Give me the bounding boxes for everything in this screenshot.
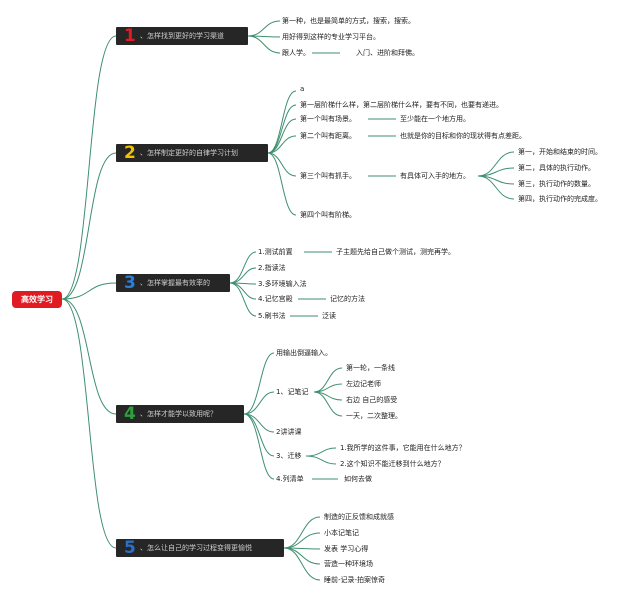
b2-item-ladder[interactable]: 第一层阶梯什么样，第二层阶梯什么样，要有不同，也要有递进。 (300, 101, 503, 109)
b2-item-scene[interactable]: 第一个叫有场景。 (300, 115, 356, 123)
branch-3-node[interactable]: 3 、怎样掌握最有效率的 (116, 273, 230, 293)
b4-item-list-detail[interactable]: 如何去做 (344, 475, 372, 483)
b2-handle-sub-3[interactable]: 第三，执行动作的数量。 (518, 180, 595, 188)
b3-item-1[interactable]: 1.测试前置 (258, 248, 293, 256)
branch-1-number: 1 (124, 26, 136, 46)
b1-item-3[interactable]: 跟人学。 (282, 49, 310, 57)
b4-notes-sub-3[interactable]: 右边 自己的感受 (346, 396, 398, 404)
b5-item-4[interactable]: 营造一种环境场 (324, 560, 373, 568)
b2-handle-sub-1[interactable]: 第一，开始和结束的时间。 (518, 148, 602, 156)
b4-transfer-sub-2[interactable]: 2.这个知识不能迁移到什么地方？ (340, 460, 445, 468)
b2-item-steps[interactable]: 第四个叫有阶梯。 (300, 211, 356, 219)
b4-notes-sub-2[interactable]: 左边记老师 (346, 380, 381, 388)
b4-notes-sub-1[interactable]: 第一轮，一条线 (346, 364, 395, 372)
b4-item-transfer[interactable]: 3、迁移 (276, 452, 302, 460)
b3-item-4[interactable]: 4.记忆宫殿 (258, 295, 293, 303)
branch-5-node[interactable]: 5 、怎么让自己的学习过程变得更愉悦 (116, 538, 284, 558)
branch-2-node[interactable]: 2 、怎样制定更好的自律学习计划 (116, 143, 268, 163)
b4-item-notes[interactable]: 1、记笔记 (276, 388, 309, 396)
branch-1-label: 、怎样找到更好的学习渠道 (140, 32, 224, 40)
b2-handle-sub-4[interactable]: 第四，执行动作的完成度。 (518, 195, 602, 203)
b4-item-teach[interactable]: 2讲讲课 (276, 428, 302, 436)
b5-item-5[interactable]: 睡前-记录-拍案惊奇 (324, 576, 386, 584)
b4-item-list[interactable]: 4.列清单 (276, 475, 304, 483)
b4-transfer-sub-1[interactable]: 1.我所学的这件事，它能用在什么地方？ (340, 444, 466, 452)
b3-item-1-detail[interactable]: 子主题先给自己做个测试，测完再学。 (336, 248, 455, 256)
b2-item-scene-detail[interactable]: 至少能在一个地方用。 (400, 115, 470, 123)
b1-item-2[interactable]: 用好得到这样的专业学习平台。 (282, 33, 380, 41)
b1-item-1[interactable]: 第一种，也是最简单的方式，搜索，搜索。 (282, 17, 415, 25)
b2-item-handle-detail[interactable]: 有具体可入手的地方。 (400, 172, 470, 180)
b2-item-handle[interactable]: 第三个叫有抓手。 (300, 172, 356, 180)
b3-item-3[interactable]: 3.多环境输入法 (258, 280, 307, 288)
b3-item-5-detail[interactable]: 泛读 (322, 312, 336, 320)
b2-handle-sub-2[interactable]: 第二，具体的执行动作。 (518, 164, 595, 172)
b3-item-5[interactable]: 5.刷书法 (258, 312, 286, 320)
branch-2-label: 、怎样制定更好的自律学习计划 (140, 149, 238, 157)
branch-3-label: 、怎样掌握最有效率的 (140, 279, 210, 287)
b2-item-distance[interactable]: 第二个叫有距离。 (300, 132, 356, 140)
b3-item-2[interactable]: 2.指读法 (258, 264, 286, 272)
branch-5-number: 5 (124, 538, 136, 558)
b5-item-2[interactable]: 小本记笔记 (324, 529, 359, 537)
b5-item-1[interactable]: 制造的正反馈和成就感 (324, 513, 394, 521)
b2-item-distance-detail[interactable]: 也就是你的目标和你的现状得有点差距。 (400, 132, 526, 140)
branch-5-label: 、怎么让自己的学习过程变得更愉悦 (140, 544, 252, 552)
branch-4-node[interactable]: 4 、怎样才能学以致用呢？ (116, 404, 244, 424)
branch-4-number: 4 (124, 404, 136, 424)
b4-item-output[interactable]: 用输出倒逼输入。 (276, 349, 332, 357)
b5-item-3[interactable]: 发表 学习心得 (324, 545, 369, 553)
b2-item-a[interactable]: a (300, 85, 305, 93)
branch-1-node[interactable]: 1 、怎样找到更好的学习渠道 (116, 26, 248, 46)
b1-item-3-detail[interactable]: 入门、进阶和拜佛。 (356, 49, 419, 57)
branch-3-number: 3 (124, 273, 136, 293)
branch-4-label: 、怎样才能学以致用呢？ (140, 410, 217, 418)
branch-2-number: 2 (124, 143, 136, 163)
b3-item-4-detail[interactable]: 记忆的方法 (330, 295, 365, 303)
root-node[interactable]: 高效学习 (12, 291, 62, 308)
b4-notes-sub-4[interactable]: 一天，二次整理。 (346, 412, 402, 420)
